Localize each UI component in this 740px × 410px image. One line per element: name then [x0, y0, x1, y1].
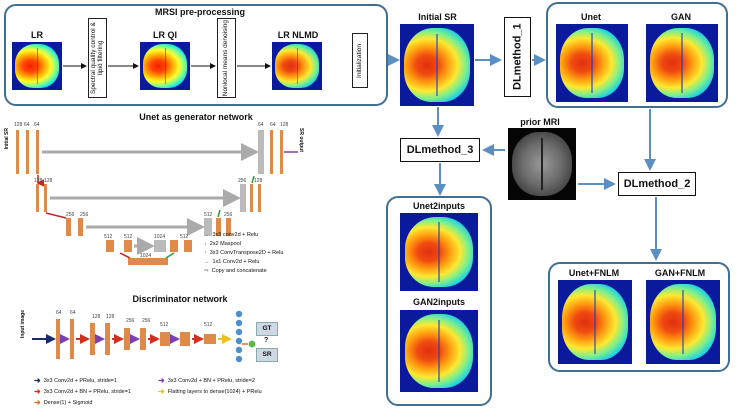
unet-channel-l3-1: 256	[80, 212, 89, 218]
nonlocal-means-box: Nonlocal means denoising	[217, 18, 236, 98]
preprocessing-panel	[4, 4, 388, 106]
unet-channel-l4-1: 512	[124, 234, 133, 240]
unet-channel-l2-2: 256	[238, 178, 247, 184]
disc-legend-bn-s2: ➜3x3 Conv2d + BN + PRelu, stride=2	[158, 376, 255, 385]
disc-channel-4: 256	[126, 318, 135, 324]
lr-nlmd-brain-image	[272, 42, 322, 90]
lr-qi-label: LR QI	[153, 30, 177, 40]
initial-sr-label: Initial SR	[418, 12, 457, 22]
gt-box: GT	[256, 322, 278, 336]
unet-output-label: Unet	[581, 12, 601, 22]
unet-channel-top-0: 128	[14, 122, 23, 128]
unet-channel-l3-2: 512	[204, 212, 213, 218]
gan-fnlm-label: GAN+FNLM	[654, 268, 706, 278]
discriminator-title: Discriminator network	[132, 294, 228, 304]
unet-channel-l4-3: 512	[180, 234, 189, 240]
lr-qi-brain-image	[140, 42, 190, 90]
unet-level-3	[45, 212, 231, 236]
unet-channel-l4-0: 512	[104, 234, 113, 240]
unet-channel-l3-3: 256	[224, 212, 233, 218]
two-inputs-panel	[386, 196, 492, 406]
unet-legend-maxpool: ↓2x2 Maxpool	[204, 241, 241, 247]
fnlm-panel	[548, 262, 730, 372]
unet-legend-copy: ⇒Copy and concatenate	[204, 268, 267, 274]
unet-output-brain-image	[556, 24, 628, 102]
unet-network-title: Unet as generator network	[139, 112, 253, 122]
discriminator-input-label: Input image	[20, 310, 26, 339]
disc-channel-3: 128	[106, 314, 115, 320]
unet-legend-conv: →3x3 conv2d + Relu	[204, 232, 259, 238]
unet-level-2	[36, 175, 261, 212]
lr-label: LR	[31, 30, 43, 40]
unet-fnlm-brain-image	[558, 280, 632, 364]
disc-legend-conv-s1: ➜3x3 Conv2d + PRelu, stride=1	[34, 376, 118, 385]
unet-channel-l4-2: 1024	[154, 234, 166, 240]
unet-channel-top-1: 64	[24, 122, 30, 128]
unet-level-4	[106, 237, 192, 255]
unet-channel-top-5: 128	[280, 122, 289, 128]
lr-brain-image	[12, 42, 62, 90]
unet-level-5	[119, 252, 175, 265]
gan-output-brain-image	[646, 24, 718, 102]
unet2inputs-label: Unet2inputs	[412, 201, 465, 211]
disc-legend-flatten: ➜Flatting layers to dense(1024) + PRelu	[158, 387, 262, 396]
discriminator-diagram	[32, 310, 256, 363]
prior-mri-label: prior MRI	[520, 117, 560, 127]
initialization-box: Initialization	[352, 33, 368, 88]
sr-box: SR	[256, 348, 278, 362]
spectral-quality-box: Spectral quality control & lipid filteri…	[88, 18, 107, 98]
unet-channel-l2-0: 128	[34, 178, 43, 184]
disc-channel-6: 512	[160, 322, 169, 328]
unet-channel-top-4: 64	[270, 122, 276, 128]
unet-channel-l2-3: 128	[254, 178, 263, 184]
disc-channel-2: 128	[92, 314, 101, 320]
dlmethod-2-box: DLmethod_2	[618, 172, 696, 196]
gan-fnlm-brain-image	[646, 280, 720, 364]
unet-channel-l3-0: 256	[66, 212, 75, 218]
unet-fnlm-label: Unet+FNLM	[568, 268, 620, 278]
question-mark: ?	[264, 337, 269, 344]
unet-channel-l2-1: 128	[44, 178, 53, 184]
dlmethod-3-box: DLmethod_3	[400, 138, 480, 162]
disc-channel-5: 256	[142, 318, 151, 324]
unet-channel-l5-0: 1024	[140, 253, 152, 259]
unet-legend-convtranspose: ↑3x3 ConvTranspose2D + Relu	[204, 250, 284, 256]
preprocessing-title: MRSI pre-processing	[154, 7, 246, 17]
gan-output-label: GAN	[671, 12, 691, 22]
unet-gan-panel	[546, 2, 728, 108]
disc-legend-bn-s1: ➜3x3 Conv2d + BN + PRelu, stride=1	[34, 387, 131, 396]
unet-channel-top-3: 64	[258, 122, 264, 128]
gan2inputs-label: GAN2inputs	[412, 297, 465, 307]
gan2inputs-brain-image	[400, 310, 478, 392]
disc-legend-dense: ➜Dense(1) + Sigmoid	[34, 398, 93, 407]
unet2inputs-brain-image	[400, 213, 478, 291]
unet-legend-1x1conv: →1x1 Conv2d + Relu	[204, 259, 260, 265]
unet-diagram	[16, 130, 298, 265]
lr-nlmd-label: LR NLMD	[277, 30, 319, 40]
disc-channel-0: 64	[56, 310, 62, 316]
prior-mri-image	[508, 128, 576, 200]
disc-channel-7: 512	[204, 322, 213, 328]
unet-level-1	[16, 130, 283, 174]
initial-sr-brain-image	[400, 24, 474, 106]
unet-output-label-vertical: SR output	[298, 128, 304, 152]
disc-channel-1: 64	[70, 310, 76, 316]
unet-channel-top-2: 64	[34, 122, 40, 128]
